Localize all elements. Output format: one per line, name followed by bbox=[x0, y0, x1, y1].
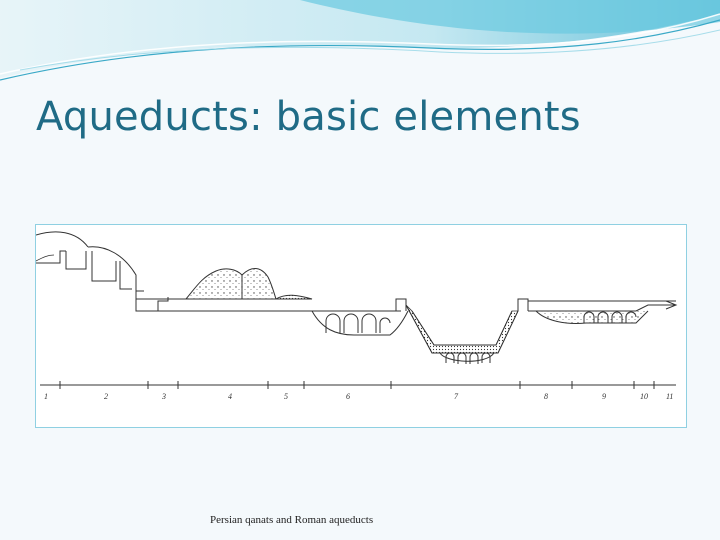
segment-axis bbox=[40, 381, 676, 389]
segment-label: 9 bbox=[602, 392, 606, 401]
segment-labels: 1 2 3 4 5 6 7 8 9 10 11 bbox=[44, 392, 673, 401]
segment-label: 10 bbox=[640, 392, 648, 401]
segment-label: 11 bbox=[666, 392, 673, 401]
segment-label: 5 bbox=[284, 392, 288, 401]
figure-caption: Persian qanats and Roman aqueducts bbox=[210, 514, 374, 526]
segment-label: 2 bbox=[104, 392, 108, 401]
segment-label: 1 bbox=[44, 392, 48, 401]
header-wave bbox=[0, 0, 720, 81]
inverted-siphon bbox=[395, 298, 529, 364]
arcade-bridge-2 bbox=[528, 300, 678, 324]
segment-label: 3 bbox=[161, 392, 166, 401]
segment-label: 4 bbox=[228, 392, 232, 401]
arcade-bridge-1 bbox=[311, 310, 409, 336]
segment-label: 7 bbox=[454, 392, 459, 401]
aqueduct-diagram: 1 2 3 4 5 6 7 8 9 10 11 bbox=[35, 224, 687, 428]
segment-label: 6 bbox=[346, 392, 350, 401]
earth-mounds bbox=[184, 268, 313, 300]
slide-title: Aqueducts: basic elements bbox=[36, 94, 581, 140]
segment-label: 8 bbox=[544, 392, 548, 401]
tunnel-section bbox=[36, 231, 144, 292]
